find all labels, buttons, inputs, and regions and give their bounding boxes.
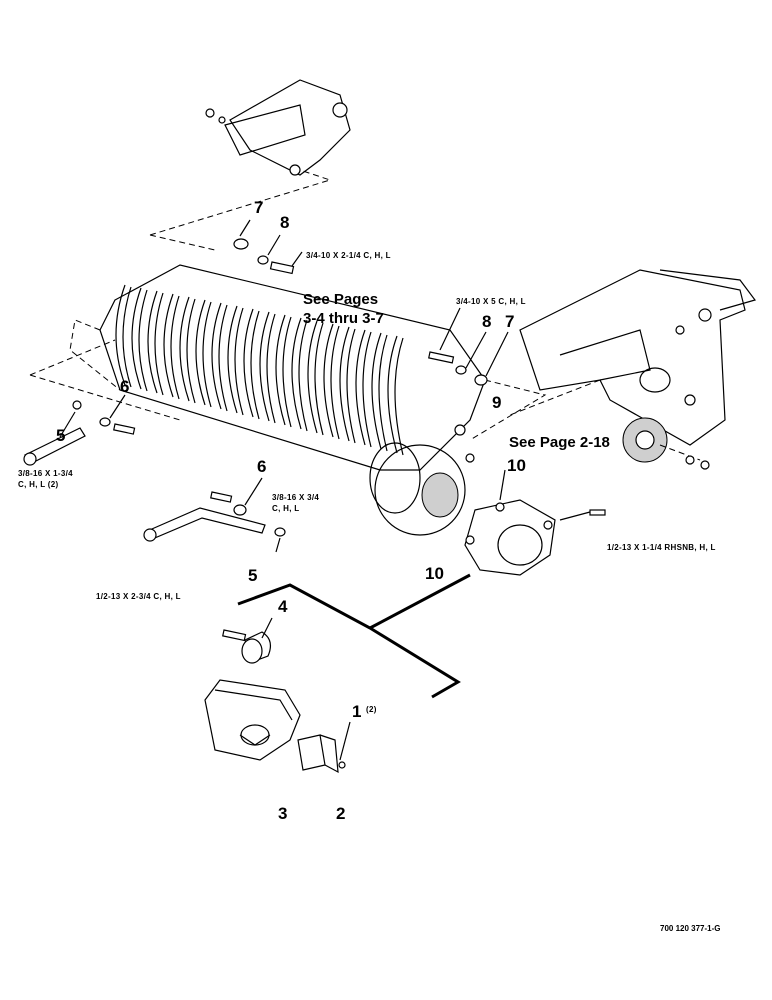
rotor-tine xyxy=(339,326,350,442)
rotor-tine xyxy=(131,287,142,390)
rotor-tine xyxy=(323,323,334,438)
rotor-tine xyxy=(154,292,164,396)
rotor-tine xyxy=(266,313,276,424)
callout-4: 4 xyxy=(278,597,288,616)
rotor-tine xyxy=(330,325,340,440)
rotor-tine xyxy=(234,307,244,416)
right-hardware-stack xyxy=(428,307,509,386)
rotor-tine xyxy=(195,299,206,406)
callout-1-quantity: (2) xyxy=(366,705,377,714)
rotor-tine xyxy=(218,304,228,412)
rotor-tine xyxy=(314,322,324,436)
rotor-tine xyxy=(307,320,318,434)
hardware-bolt-mid-line1: 3/8-16 X 3/4 xyxy=(272,493,320,502)
callout-9: 9 xyxy=(492,393,502,412)
rotor-tine xyxy=(163,293,174,398)
hardware-bolt-shield: 1/2-13 X 1-1/4 RHSNB, H, L xyxy=(607,543,716,552)
hardware-bolt-right: 3/4-10 X 5 C, H, L xyxy=(456,297,526,306)
callout-7-right: 7 xyxy=(505,312,515,331)
rotor-tine xyxy=(355,329,366,446)
left-arm-assembly xyxy=(23,394,136,466)
reference-see-pages-line2: 3-4 thru 3-7 xyxy=(303,310,384,327)
hardware-bolt-left-line2: C, H, L (2) xyxy=(18,480,59,489)
top-hardware-stack xyxy=(233,219,303,275)
rotor-tine xyxy=(378,334,388,452)
callout-10-top: 10 xyxy=(507,456,526,475)
small-bracket xyxy=(297,721,351,774)
rotor-tine xyxy=(138,289,148,392)
rotor-tine xyxy=(122,286,132,388)
callout-2: 2 xyxy=(336,804,346,823)
drive-sprocket xyxy=(622,417,710,470)
top-mounting-bracket xyxy=(149,79,351,251)
rotor-tine xyxy=(282,316,292,428)
rotor-tine xyxy=(211,302,222,410)
middle-arm-assembly xyxy=(143,477,286,553)
callout-6-left: 6 xyxy=(120,377,130,396)
callout-1: 1 xyxy=(352,702,362,721)
rotor-tine xyxy=(394,337,404,456)
rotor-tine xyxy=(243,308,254,418)
drawing-number: 700 120 377-1-G xyxy=(660,924,721,933)
rotor-tine xyxy=(371,332,382,450)
rotor-tine xyxy=(362,331,372,448)
right-side-plate xyxy=(509,269,757,446)
rotor-tine xyxy=(202,301,212,408)
rotor-tine xyxy=(387,335,398,454)
drive-shield xyxy=(464,469,606,576)
rotor-tine xyxy=(170,295,180,400)
callout-3: 3 xyxy=(278,804,288,823)
callout-7-top: 7 xyxy=(254,198,264,217)
rotor-tine xyxy=(186,298,196,404)
rotor-tine xyxy=(227,305,238,414)
callout-10-bottom: 10 xyxy=(425,564,444,583)
rotor-tine xyxy=(179,296,190,402)
guard-cover xyxy=(204,679,301,761)
rotor-tine xyxy=(346,328,356,444)
reference-see-pages-line1: See Pages xyxy=(303,291,379,308)
callout-5-mid: 5 xyxy=(248,566,258,585)
callout-8-top: 8 xyxy=(280,213,290,232)
rotor-tine xyxy=(291,317,302,430)
rotor-tine xyxy=(147,290,158,394)
callout-8-right: 8 xyxy=(482,312,492,331)
hardware-bolt-mid-line2: C, H, L xyxy=(272,504,300,513)
hardware-bolt-top: 3/4-10 X 2-1/4 C, H, L xyxy=(306,251,391,260)
rotor-drum xyxy=(29,264,547,536)
rotor-tine xyxy=(275,314,286,426)
hardware-bolt-guard: 1/2-13 X 2-3/4 C, H, L xyxy=(96,592,181,601)
rotor-tine xyxy=(298,319,308,432)
callout-5-left: 5 xyxy=(56,426,66,445)
rotor-tine xyxy=(115,284,126,386)
rotor-tine xyxy=(259,311,270,422)
rotor-tine xyxy=(250,310,260,420)
reference-see-page: See Page 2-18 xyxy=(509,434,610,451)
exploded-view-bracket xyxy=(237,573,471,699)
callout-6-mid: 6 xyxy=(257,457,267,476)
guard-mounting-hardware xyxy=(222,617,273,664)
hardware-bolt-left-line1: 3/8-16 X 1-3/4 xyxy=(18,469,73,478)
